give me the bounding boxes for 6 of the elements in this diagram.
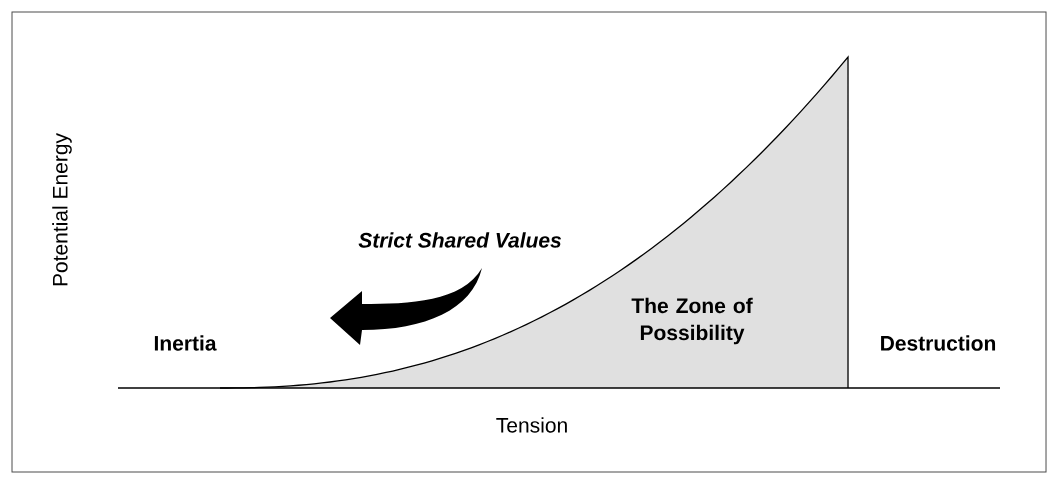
region-label: Destruction bbox=[881, 335, 996, 351]
arrow-label: Strict Shared Values bbox=[358, 232, 562, 248]
region-label: Inertia bbox=[154, 335, 217, 351]
axis-label: Tension bbox=[496, 417, 567, 433]
axis-label: Potential Energy bbox=[52, 133, 72, 286]
zone-label: The Zone of Possibility bbox=[631, 297, 753, 345]
